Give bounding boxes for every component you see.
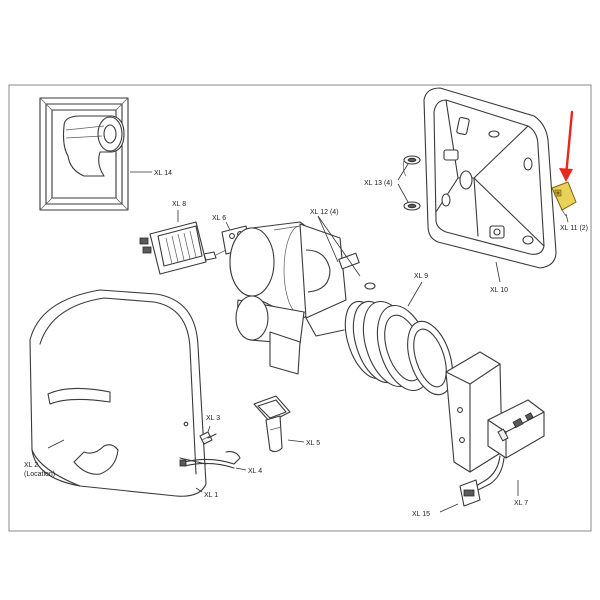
leader-xl9 bbox=[407, 281, 423, 307]
part-xl11-highlighted-bracket[interactable] bbox=[551, 181, 577, 217]
part-xl10-wall-plate[interactable] bbox=[423, 87, 557, 269]
label-xl15: XL 15 bbox=[412, 511, 430, 518]
part-xl5-nozzle[interactable] bbox=[253, 395, 291, 453]
label-xl14: XL 14 bbox=[154, 170, 172, 177]
label-xl4: XL 4 bbox=[248, 468, 262, 475]
part-xl12-motor-housing[interactable] bbox=[229, 221, 376, 375]
label-xl9: XL 9 bbox=[414, 273, 428, 280]
leader-xl2 bbox=[47, 439, 65, 449]
label-xl2-location: (Location) bbox=[24, 471, 55, 478]
leader-xl15 bbox=[439, 503, 459, 513]
label-xl13: XL 13 (4) bbox=[364, 180, 393, 187]
label-xl6: XL 6 bbox=[212, 215, 226, 222]
part-xl9-nozzle-assembly[interactable] bbox=[337, 295, 461, 401]
label-xl12: XL 12 (4) bbox=[310, 209, 339, 216]
highlight-arrow-icon bbox=[559, 110, 574, 182]
label-xl8: XL 8 bbox=[172, 201, 186, 208]
part-xl3-screw[interactable] bbox=[199, 431, 217, 445]
leader-xl11 bbox=[565, 213, 569, 223]
diagram-frame bbox=[8, 84, 592, 532]
leader-xl6 bbox=[225, 221, 231, 231]
part-xl14-recess-kit[interactable] bbox=[39, 97, 129, 211]
leader-xl1 bbox=[195, 487, 203, 493]
label-xl7: XL 7 bbox=[514, 500, 528, 507]
label-xl3: XL 3 bbox=[206, 415, 220, 422]
leader-xl13-a bbox=[397, 163, 409, 181]
part-xl13-grommets[interactable] bbox=[402, 155, 421, 211]
leader-xl13-b bbox=[397, 183, 409, 203]
label-xl2: XL 2 bbox=[24, 462, 38, 469]
leader-xl12-b bbox=[317, 215, 339, 263]
part-xl2-cover[interactable] bbox=[29, 289, 207, 497]
leader-xl4 bbox=[235, 467, 247, 471]
label-xl10: XL 10 bbox=[490, 287, 508, 294]
label-xl11: XL 11 (2) bbox=[560, 225, 588, 232]
leader-xl3 bbox=[207, 425, 211, 433]
leader-xl12-a bbox=[317, 215, 361, 277]
part-xl4-cover-cable[interactable] bbox=[179, 451, 241, 469]
label-xl1: XL 1 bbox=[204, 492, 218, 499]
part-xl7-control-module[interactable] bbox=[445, 351, 545, 507]
leader-xl5 bbox=[287, 439, 305, 443]
part-xl8-heating-element[interactable] bbox=[139, 221, 207, 275]
label-xl5: XL 5 bbox=[306, 440, 320, 447]
leader-xl10 bbox=[495, 261, 501, 283]
